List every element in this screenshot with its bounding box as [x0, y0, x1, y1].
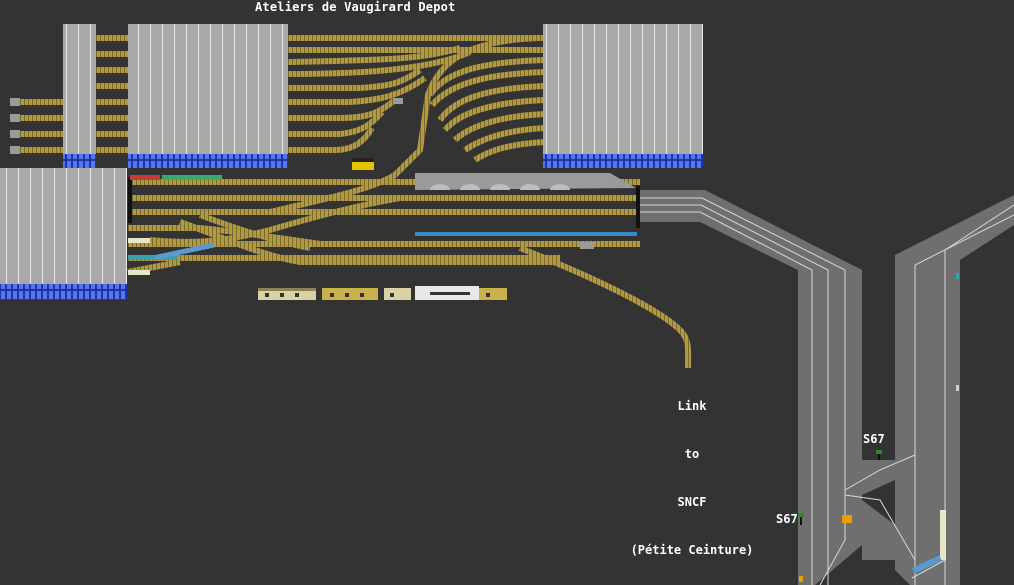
shed-top-left — [128, 24, 288, 168]
shed-left-column — [63, 24, 96, 168]
link-label-line: to — [684, 447, 700, 461]
buffer-stops — [10, 98, 594, 249]
depot-title: Ateliers de Vaugirard Depot — [255, 0, 456, 14]
canopy-platform — [128, 173, 640, 236]
signal-label[interactable]: S67 — [776, 512, 798, 526]
mainline-corridor — [640, 190, 1014, 585]
link-label-line: (Pétite Ceinture) — [630, 543, 754, 557]
link-label-line: Link — [677, 399, 707, 413]
sncf-link-label: Link to SNCF (Pétite Ceinture) — [612, 366, 772, 574]
shed-lower-left — [0, 168, 127, 300]
depot-buildings — [258, 286, 507, 300]
signal-markers — [798, 273, 959, 582]
link-label-line: SNCF — [677, 495, 707, 509]
rolling-stock — [128, 158, 374, 275]
signal-label[interactable]: S67 — [863, 432, 885, 446]
depot-tracks — [18, 35, 692, 369]
shed-top-right — [543, 24, 703, 168]
